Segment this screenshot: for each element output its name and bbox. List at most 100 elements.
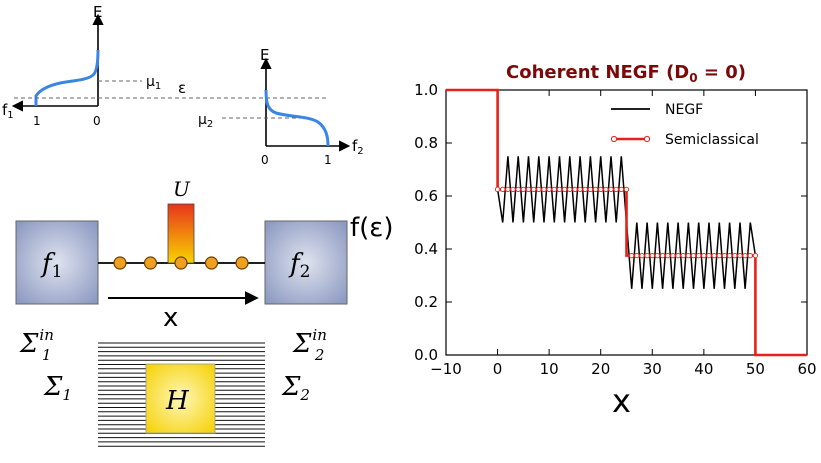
channel-node xyxy=(235,256,249,270)
semiclassical-marker xyxy=(556,186,563,193)
semiclassical-marker xyxy=(665,252,671,259)
semiclassical-marker xyxy=(541,186,547,193)
fermi-right-curve xyxy=(264,89,330,147)
semiclassical-marker xyxy=(520,186,527,193)
x-tick-label: 20 xyxy=(591,360,610,378)
legend-semiclassical-label: Semiclassical xyxy=(665,132,759,148)
semiclassical-marker xyxy=(721,252,728,259)
sigma-right-label: Σ2 xyxy=(281,372,310,404)
semiclassical-marker xyxy=(551,186,557,193)
semiclassical-marker xyxy=(531,186,537,193)
semiclassical-marker xyxy=(546,186,552,193)
semiclassical-marker xyxy=(536,186,542,193)
semiclassical-marker xyxy=(711,252,717,259)
semiclassical-marker xyxy=(515,186,521,193)
semiclassical-marker xyxy=(670,252,676,259)
x-tick-label: 60 xyxy=(797,360,816,378)
semiclassical-marker xyxy=(696,252,702,259)
semiclassical-marker xyxy=(752,252,759,259)
mu2-label: μ2 xyxy=(198,112,213,130)
semiclassical-marker xyxy=(675,252,681,259)
semiclassical-marker xyxy=(644,252,650,259)
channel-node xyxy=(143,256,158,270)
fermi-right-tick-1: 1 xyxy=(324,153,332,167)
channel-node xyxy=(204,256,219,270)
semiclassical-marker xyxy=(623,186,630,193)
legend-negf-label: NEGF xyxy=(665,102,703,118)
channel-nodes xyxy=(113,256,249,270)
hamiltonian-label: H xyxy=(165,386,190,416)
semiclassical-marker xyxy=(654,252,661,259)
y-tick-label: 0.2 xyxy=(414,293,438,311)
semiclassical-marker xyxy=(685,252,692,259)
fermi-left-e-label: E xyxy=(93,3,102,21)
fermi-right-tick-0: 0 xyxy=(261,153,269,167)
hamiltonian-box xyxy=(145,363,216,434)
semiclassical-marker xyxy=(567,186,573,193)
mu1-label: μ1 xyxy=(146,74,161,92)
semiclassical-marker xyxy=(747,252,753,259)
chart-title: Coherent NEGF (D0 = 0) xyxy=(506,62,746,85)
chart-legend: NEGF Semiclassical xyxy=(610,102,759,148)
fermi-left-f-label: f1 xyxy=(2,101,14,121)
y-tick-label: 0.4 xyxy=(414,240,438,258)
semiclassical-marker xyxy=(525,186,532,193)
semiclassical-marker xyxy=(649,252,655,259)
legend-semiclassical-marker-a xyxy=(610,135,618,143)
semiclassical-marker xyxy=(629,252,635,259)
y-tick-label: 0.0 xyxy=(414,346,438,364)
channel-node xyxy=(113,256,127,270)
semiclassical-marker xyxy=(737,252,743,259)
fermi-right-e-label: E xyxy=(260,46,269,64)
y-tick-label: 1.0 xyxy=(414,81,438,99)
x-direction-label: x xyxy=(163,303,178,333)
x-tick-label: 0 xyxy=(493,360,503,378)
chart-xlabel: x xyxy=(612,382,631,420)
potential-u-label: U xyxy=(173,177,191,201)
fermi-left-tick-1: 1 xyxy=(33,114,41,128)
x-tick-label: −10 xyxy=(430,360,462,378)
semiclassical-marker xyxy=(577,186,583,193)
semiclassical-marker xyxy=(634,252,640,259)
sigma-left-label: Σ1 xyxy=(43,372,72,404)
semiclassical-marker xyxy=(732,252,738,259)
semiclassical-marker xyxy=(592,186,599,193)
semiclassical-marker xyxy=(500,186,506,193)
y-tick-label: 0.6 xyxy=(414,187,438,205)
legend-semiclassical-marker-b xyxy=(643,135,651,143)
potential-u-bar xyxy=(167,203,195,264)
semiclassical-marker xyxy=(613,186,619,193)
x-tick-label: 50 xyxy=(746,360,765,378)
series-semiclassical-line xyxy=(446,88,807,357)
fermi-right-panel: E f2 0 1 μ2 xyxy=(198,46,364,167)
semiclassical-marker xyxy=(510,186,516,193)
semiclassical-marker xyxy=(701,252,707,259)
semiclassical-marker xyxy=(505,186,511,193)
semiclassical-marker xyxy=(690,252,697,259)
negf-chart: Coherent NEGF (D0 = 0) −10 0 10 20 30 40 50 60 0… xyxy=(350,62,817,420)
chart-ylabel: f(ε) xyxy=(350,213,394,243)
x-tick-label: 40 xyxy=(694,360,713,378)
contact-left-box xyxy=(15,220,99,305)
semiclassical-marker xyxy=(603,186,609,193)
semiclassical-marker xyxy=(618,186,624,193)
fermi-left-panel: E f1 1 0 μ1 xyxy=(2,3,161,128)
y-tick-label: 0.8 xyxy=(414,134,438,152)
semiclassical-marker xyxy=(716,252,722,259)
semiclassical-marker xyxy=(572,186,578,193)
semiclassical-marker xyxy=(608,186,614,193)
semiclassical-marker xyxy=(561,186,568,193)
fermi-left-curve xyxy=(34,49,100,106)
semiclassical-marker xyxy=(742,252,748,259)
semiclassical-marker xyxy=(582,186,588,193)
semiclassical-marker xyxy=(494,186,501,193)
epsilon-label: ε xyxy=(178,79,186,97)
x-tick-label: 30 xyxy=(643,360,662,378)
chart-series xyxy=(446,88,807,357)
x-tick-label: 10 xyxy=(540,360,559,378)
semiclassical-marker xyxy=(680,252,686,259)
